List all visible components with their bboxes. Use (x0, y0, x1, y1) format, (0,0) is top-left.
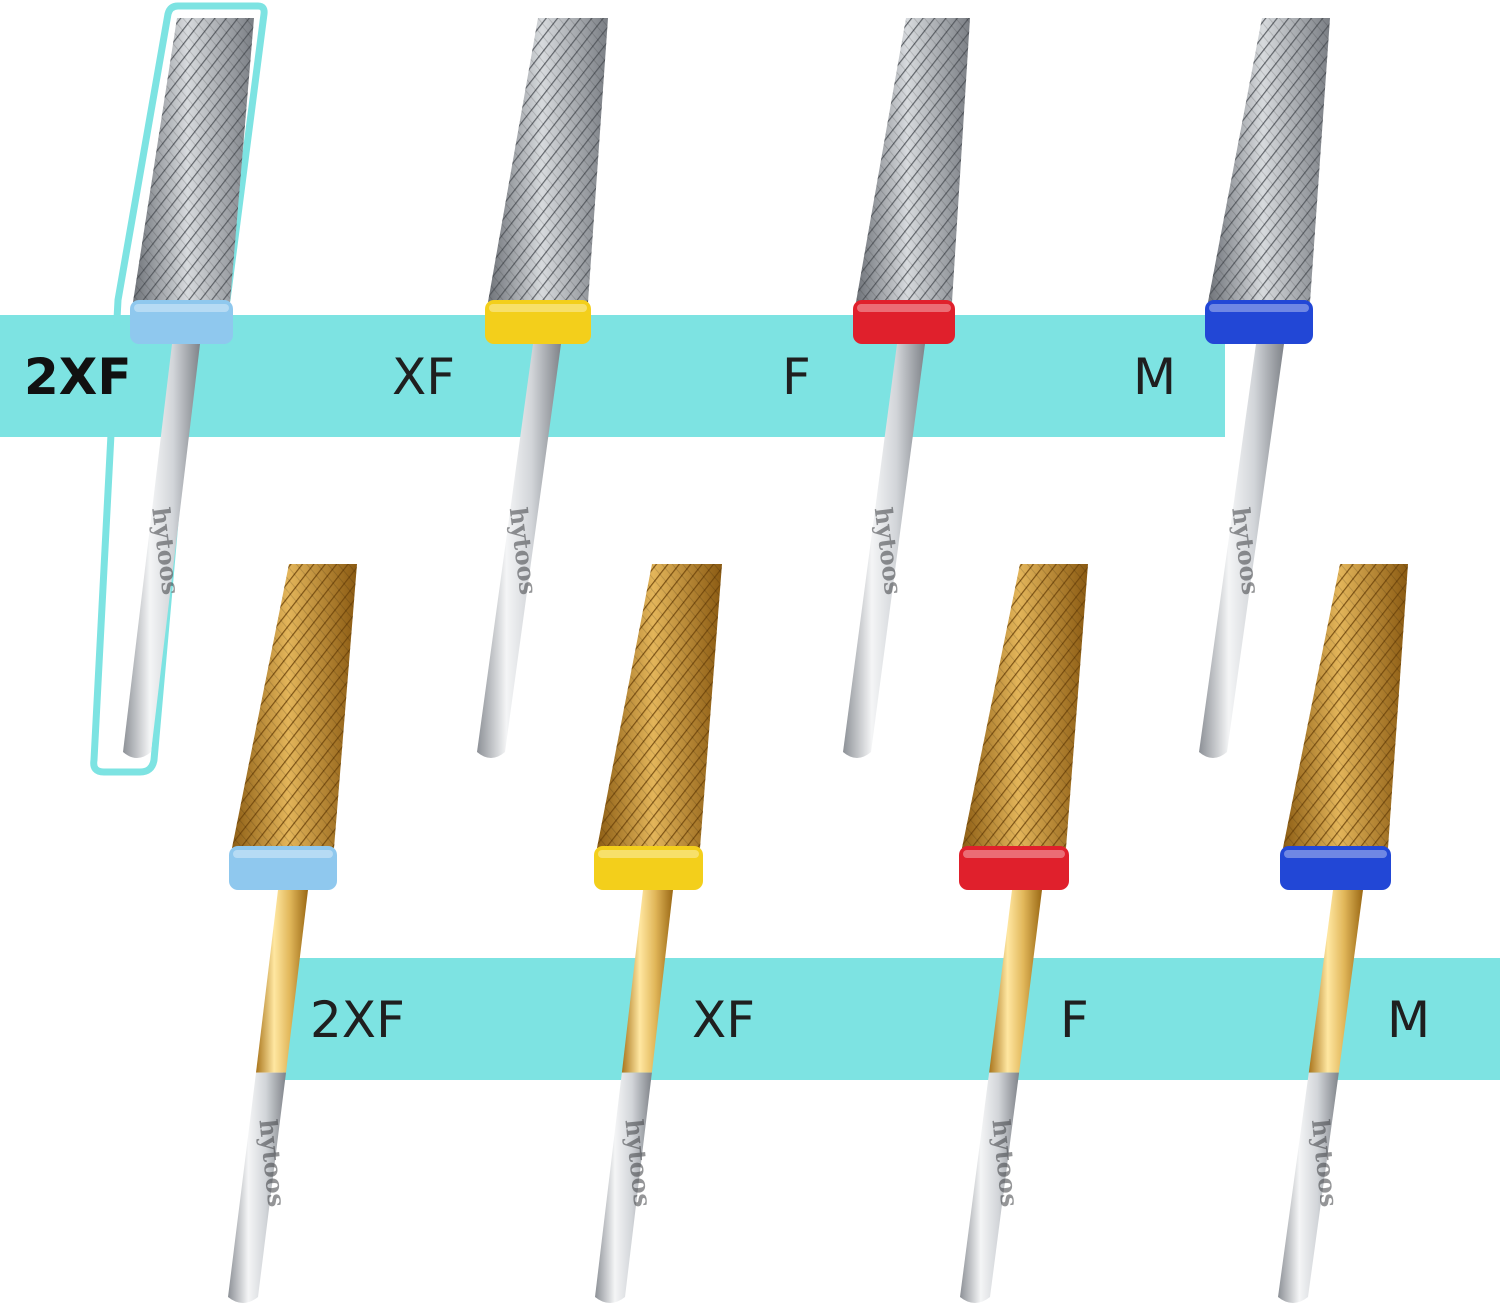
gold-bit-m: hytoos (1278, 564, 1408, 1303)
silver-grade-label-xf: XF (392, 348, 456, 406)
gold-shank-coating (1308, 890, 1363, 1073)
silver-grade-label-f: F (782, 348, 811, 406)
cross-cut (856, 18, 970, 302)
ring-highlight (1209, 304, 1309, 312)
shank (228, 1072, 286, 1303)
gold-grade-label-2xf: 2XF (310, 991, 405, 1049)
ring-highlight (1284, 850, 1387, 858)
gold-row-band (283, 958, 1500, 1080)
grade-color-ring (594, 846, 703, 890)
gold-bit-xf: hytoos (594, 564, 722, 1303)
grade-color-ring (229, 846, 337, 890)
cross-cut (133, 18, 254, 302)
gold-grade-label-xf: XF (692, 991, 756, 1049)
gold-grade-label-f: F (1060, 991, 1089, 1049)
grade-color-ring (130, 300, 233, 344)
grade-color-ring (1280, 846, 1391, 890)
ring-highlight (489, 304, 587, 312)
cross-cut (1283, 564, 1408, 848)
cross-cut (1208, 18, 1330, 302)
ring-highlight (598, 850, 699, 858)
shank (477, 344, 561, 758)
ring-highlight (233, 850, 333, 858)
ring-highlight (857, 304, 951, 312)
ring-highlight (963, 850, 1065, 858)
silver-grade-label-m: M (1133, 348, 1177, 406)
cross-cut (962, 564, 1088, 848)
gold-grade-label-m: M (1387, 991, 1431, 1049)
cross-cut (597, 564, 722, 848)
gold-shank-coating (256, 890, 308, 1073)
cross-cut (488, 18, 608, 302)
gold-bit-f: hytoos (959, 564, 1088, 1303)
shank (1199, 344, 1284, 758)
gold-shank-coating (621, 890, 673, 1073)
gold-shank-coating (989, 890, 1042, 1073)
silver-grade-label-2xf: 2XF (24, 348, 132, 406)
grade-color-ring (1205, 300, 1313, 344)
shank (960, 1072, 1020, 1303)
grade-color-ring (485, 300, 591, 344)
silver-bit-xf: hytoos (477, 18, 608, 758)
shank (123, 344, 200, 758)
cross-cut (232, 564, 357, 848)
shank (595, 1072, 652, 1303)
grade-color-ring (959, 846, 1069, 890)
silver-bit-f: hytoos (843, 18, 970, 758)
grade-color-ring (853, 300, 955, 344)
ring-highlight (134, 304, 229, 312)
gold-bit-2xf: hytoos (228, 564, 357, 1303)
silver-bit-2xf: hytoos (123, 18, 254, 758)
shank (1278, 1072, 1339, 1303)
silver-bit-m: hytoos (1199, 18, 1330, 758)
selection-outline (90, 2, 268, 776)
shank (843, 344, 925, 758)
